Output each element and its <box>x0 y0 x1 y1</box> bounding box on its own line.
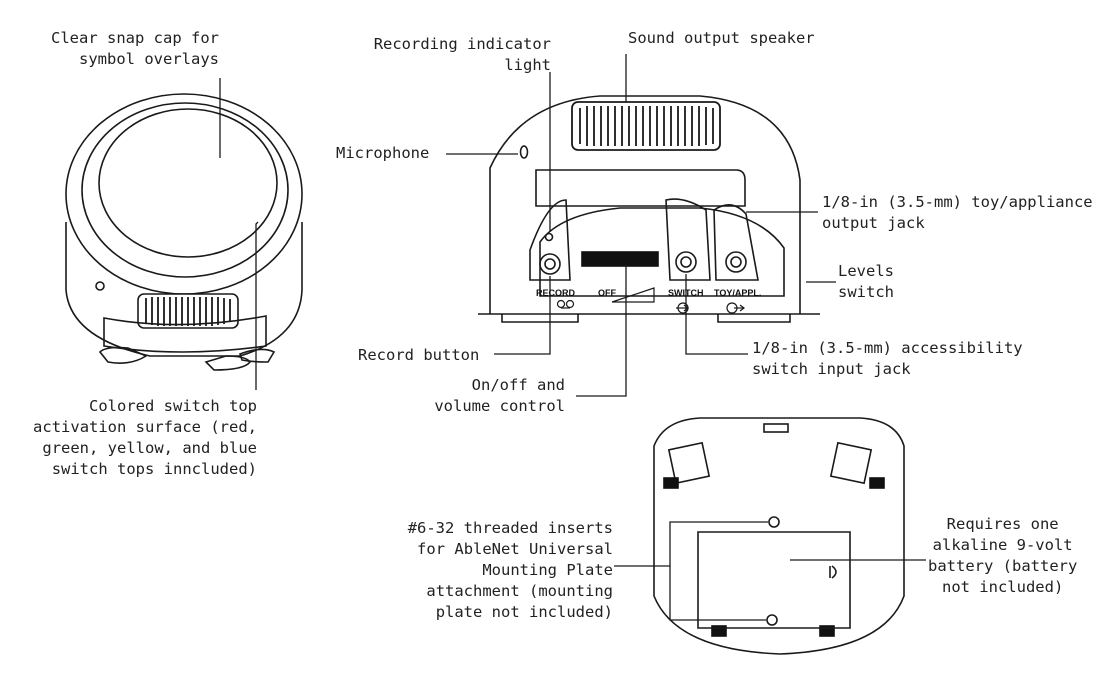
switch-bottom-view <box>653 417 905 655</box>
switch-front-view: RECORD OFF SWITCH TOY/APPL. <box>478 95 820 323</box>
leader-lines <box>219 54 926 621</box>
callout-speaker: Sound output speaker <box>628 28 815 49</box>
callout-line: Levels <box>838 262 894 280</box>
toy-fin <box>713 204 759 281</box>
speaker-slots <box>571 101 721 151</box>
callout-line: for AbleNet Universal <box>417 540 613 558</box>
callout-line: light <box>504 56 551 74</box>
callout-line: alkaline 9-volt <box>932 536 1073 554</box>
callout-line: not included) <box>941 578 1064 596</box>
battery-door[interactable] <box>697 531 851 629</box>
callout-line: output jack <box>822 214 925 232</box>
switch-top-view <box>65 93 303 371</box>
callout-line: 1/8-in (3.5-mm) accessibility <box>752 339 1023 357</box>
callout-line: activation surface (red, <box>33 418 257 436</box>
threaded-insert-bottom <box>766 614 778 626</box>
callout-line: switch tops inncluded) <box>51 460 257 478</box>
speaker-grille <box>137 293 239 329</box>
callout-battery: Requires one alkaline 9-volt battery (ba… <box>928 514 1077 598</box>
callout-line: attachment (mounting <box>426 582 613 600</box>
callout-line: volume control <box>434 397 565 415</box>
callout-toy-jack: 1/8-in (3.5-mm) toy/appliance output jac… <box>822 192 1093 234</box>
callout-line: Recording indicator <box>373 35 551 53</box>
toy-output-jack[interactable] <box>725 251 747 273</box>
callout-switch-top: Colored switch top activation surface (r… <box>33 396 257 480</box>
toy-label: TOY/APPL. <box>714 288 761 298</box>
volume-control[interactable] <box>581 251 659 267</box>
callout-line: switch input jack <box>752 360 911 378</box>
callout-recording-light: Recording indicator light <box>374 34 551 76</box>
record-button[interactable] <box>539 253 561 275</box>
callout-line: Sound output speaker <box>628 29 815 47</box>
callout-line: switch <box>838 283 894 301</box>
threaded-insert-top <box>768 516 780 528</box>
foot-tr <box>829 441 873 485</box>
callout-levels: Levels switch <box>838 261 894 303</box>
callout-line: plate not included) <box>435 603 613 621</box>
callout-line: Record button <box>358 346 480 364</box>
record-fin <box>529 199 571 281</box>
callout-line: Colored switch top <box>89 397 257 415</box>
record-label: RECORD <box>536 288 576 298</box>
callout-microphone: Microphone <box>336 143 429 164</box>
callout-line: On/off and <box>471 376 565 394</box>
switch-input-jack[interactable] <box>675 251 697 273</box>
callout-onoff: On/off and volume control <box>434 375 565 417</box>
record-symbol-icon <box>556 299 575 309</box>
callout-line: Requires one <box>946 515 1059 533</box>
callout-access-jack: 1/8-in (3.5-mm) accessibility switch inp… <box>752 338 1023 380</box>
switch-fin <box>665 198 711 281</box>
callout-snap-cap: Clear snap cap for symbol overlays <box>51 28 219 70</box>
callout-line: battery (battery <box>928 557 1078 575</box>
callout-line: Microphone <box>336 144 430 162</box>
callout-line: #6-32 threaded inserts <box>407 519 613 537</box>
toy-output-icon <box>726 302 745 314</box>
callout-line: green, yellow, and blue <box>42 439 257 457</box>
foot-tl <box>667 441 711 485</box>
callout-line: 1/8-in (3.5-mm) toy/appliance <box>822 193 1093 211</box>
callout-line: Mounting Plate <box>482 561 613 579</box>
callout-inserts: #6-32 threaded inserts for AbleNet Unive… <box>408 518 613 623</box>
callout-record-button: Record button <box>358 345 479 366</box>
callout-line: Clear snap cap for <box>51 29 219 47</box>
off-label: OFF <box>598 288 616 298</box>
callout-line: symbol overlays <box>79 50 219 68</box>
